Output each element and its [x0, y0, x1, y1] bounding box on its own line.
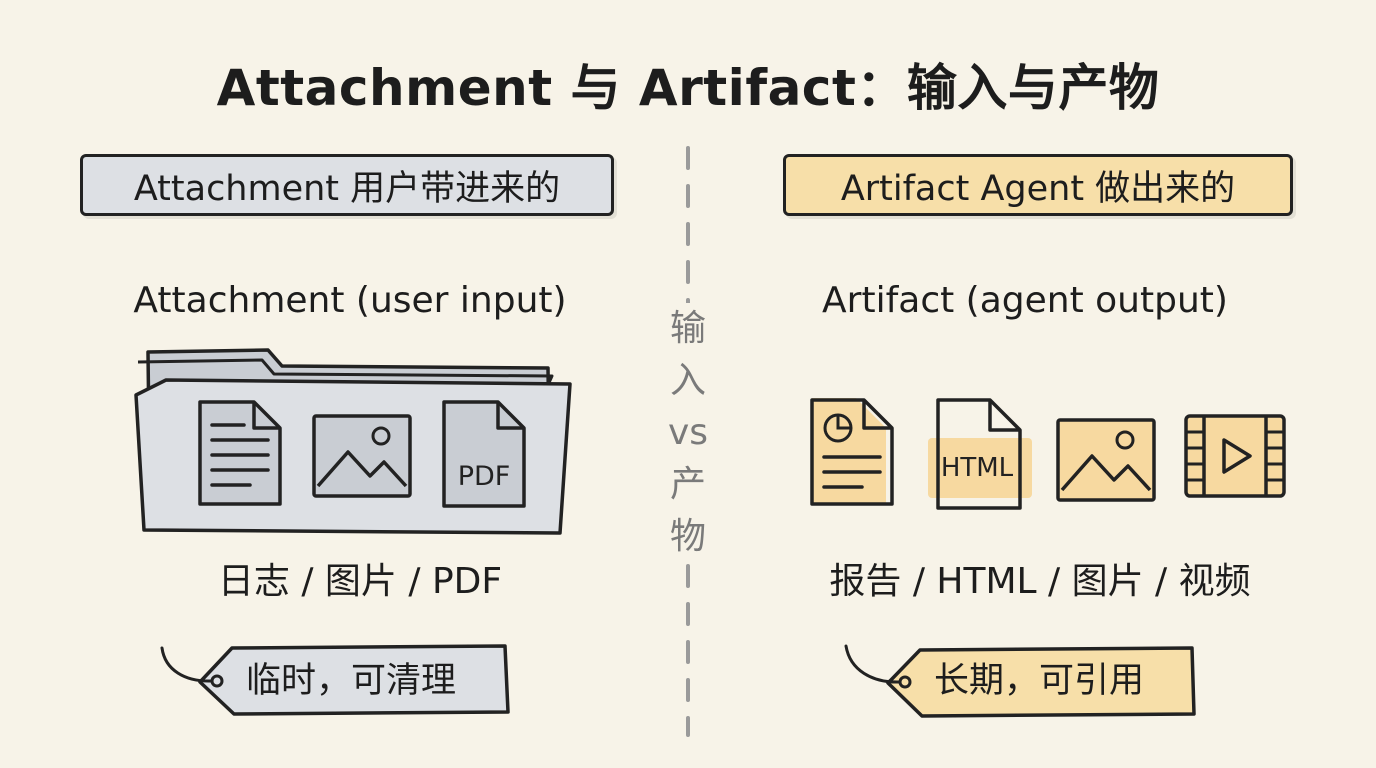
artifact-examples-caption: 报告 / HTML / 图片 / 视频: [829, 561, 1251, 602]
pdf-icon: PDF: [442, 400, 526, 508]
pdf-icon-label: PDF: [458, 461, 511, 492]
video-icon: [1184, 414, 1286, 498]
attachment-subtitle: Attachment (user input): [133, 280, 567, 321]
long-term-tag: [844, 644, 1196, 718]
attachment-header: Attachment 用户带进来的: [80, 154, 614, 216]
long-term-tag-label: 长期，可引用: [934, 661, 1145, 701]
html-icon-label: HTML: [941, 453, 1014, 483]
divider-label: 输 入 vs 产 物: [660, 303, 716, 563]
temporary-tag-label: 临时，可清理: [246, 661, 457, 701]
artifact-header-label: Artifact Agent 做出来的: [840, 168, 1236, 209]
temporary-tag: [160, 644, 510, 716]
attachment-header-label: Attachment 用户带进来的: [133, 168, 561, 209]
divider-label-line: 物: [669, 516, 706, 557]
report-icon: [810, 398, 894, 506]
image-icon: [312, 414, 412, 498]
attachment-examples-caption: 日志 / 图片 / PDF: [217, 561, 503, 602]
divider-label-line: vs: [667, 412, 709, 453]
image-icon: [1056, 418, 1156, 502]
artifact-header: Artifact Agent 做出来的: [783, 154, 1293, 216]
divider-label-line: 输: [669, 308, 706, 349]
page-title: Attachment 与 Artifact：输入与产物: [216, 59, 1160, 117]
divider-label-line: 产: [669, 464, 706, 505]
document-icon: [198, 400, 282, 506]
html-file-icon: HTML: [928, 398, 1032, 510]
divider-label-line: 入: [669, 360, 706, 401]
artifact-subtitle: Artifact (agent output): [822, 280, 1228, 321]
